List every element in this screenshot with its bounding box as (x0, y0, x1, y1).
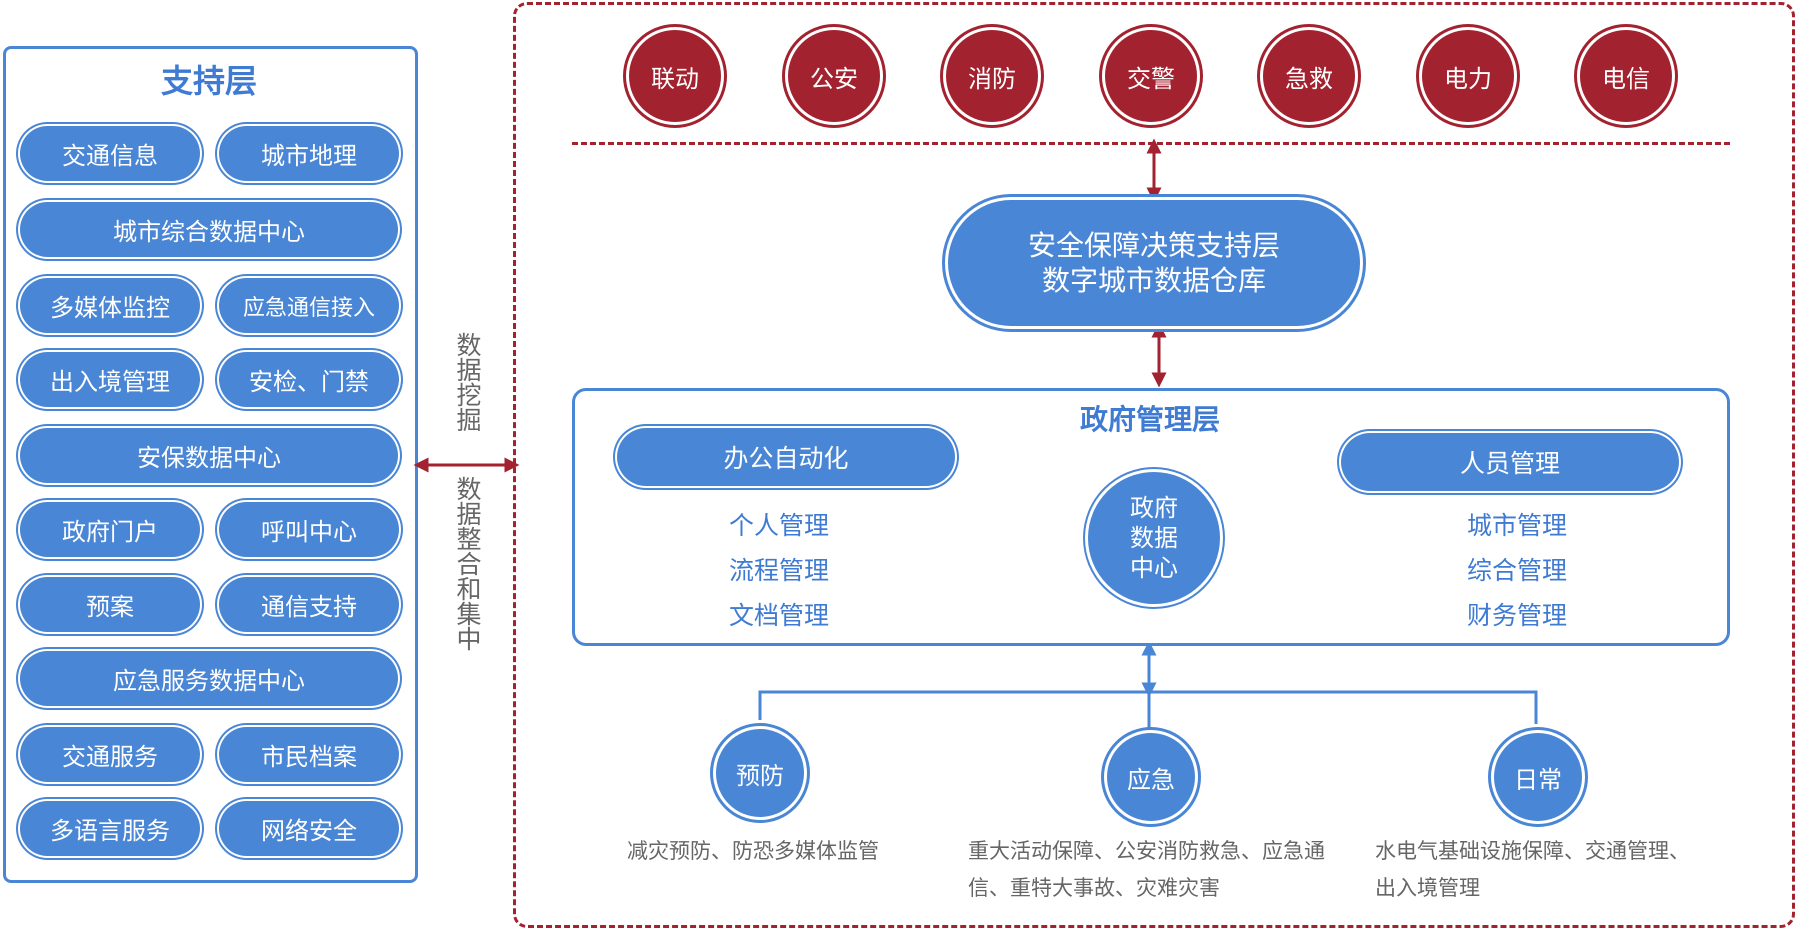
gov-center-line-3: 中心 (1130, 554, 1178, 582)
support-layer-title: 支持层 (160, 62, 257, 100)
decision-line-1: 安全保障决策支持层 (1027, 229, 1280, 262)
node-comm-support: 通信支持 (219, 577, 399, 632)
node-emergency-service-center: 应急服务数据中心 (20, 651, 398, 706)
gov-left-item-2: 流程管理 (728, 556, 829, 585)
emergency-desc-1: 重大活动保障、公安消防救急、应急通 (968, 839, 1325, 863)
label-data-mining: 数据挖掘 (453, 332, 482, 432)
gov-left-item-3: 文档管理 (728, 601, 829, 630)
agency-xiaofang: 消防 (946, 30, 1038, 122)
gov-left-item-1: 个人管理 (728, 511, 829, 540)
agency-dianxin: 电信 (1580, 30, 1672, 122)
gov-right-item-2: 综合管理 (1466, 556, 1567, 585)
agency-liandong: 联动 (629, 30, 721, 122)
gov-personnel-management: 人员管理 (1341, 433, 1679, 491)
label-data-integration: 数据整合和集中 (453, 476, 482, 651)
gov-center-line-1: 政府 (1130, 494, 1178, 522)
agency-gongan: 公安 (788, 30, 880, 122)
node-security-data-center: 安保数据中心 (20, 428, 398, 483)
node-daily: 日常 (1494, 733, 1582, 821)
node-emergency-comm: 应急通信接入 (219, 278, 399, 333)
node-traffic-service: 交通服务 (20, 727, 200, 782)
agency-jijiu: 急救 (1263, 30, 1355, 122)
emergency-desc-2: 信、重特大事故、灾难灾害 (968, 876, 1220, 900)
gov-center-line-2: 数据 (1130, 524, 1178, 552)
node-citizen-archive: 市民档案 (219, 727, 399, 782)
node-plan: 预案 (20, 577, 200, 632)
node-multilang-service: 多语言服务 (20, 801, 200, 856)
node-city-data-center: 城市综合数据中心 (20, 202, 398, 257)
gov-right-item-3: 财务管理 (1466, 601, 1567, 630)
node-gov-portal: 政府门户 (20, 502, 200, 557)
node-emergency: 应急 (1107, 733, 1195, 821)
gov-data-center: 政府 数据 中心 (1088, 472, 1220, 604)
daily-desc-2: 出入境管理 (1375, 876, 1480, 900)
agency-dianli: 电力 (1422, 30, 1514, 122)
daily-desc-1: 水电气基础设施保障、交通管理、 (1375, 839, 1690, 863)
decision-line-2: 数字城市数据仓库 (1041, 264, 1266, 297)
prevention-desc: 减灾预防、防恐多媒体监管 (627, 839, 879, 863)
node-network-security: 网络安全 (219, 801, 399, 856)
node-multimedia-monitor: 多媒体监控 (20, 278, 200, 333)
gov-office-automation: 办公自动化 (617, 428, 955, 486)
node-city-geo: 城市地理 (219, 126, 399, 181)
agency-jiaojing: 交警 (1105, 30, 1197, 122)
gov-layer-title: 政府管理层 (1079, 403, 1220, 436)
node-traffic-info: 交通信息 (20, 126, 200, 181)
agencies-divider (572, 142, 1730, 145)
right-dashed-frame (513, 2, 1795, 928)
gov-right-item-1: 城市管理 (1466, 511, 1567, 540)
node-security-access: 安检、门禁 (219, 352, 399, 407)
decision-support-layer: 安全保障决策支持层 数字城市数据仓库 (948, 200, 1360, 326)
node-call-center: 呼叫中心 (219, 502, 399, 557)
node-entry-exit: 出入境管理 (20, 352, 200, 407)
node-prevention: 预防 (716, 729, 804, 817)
